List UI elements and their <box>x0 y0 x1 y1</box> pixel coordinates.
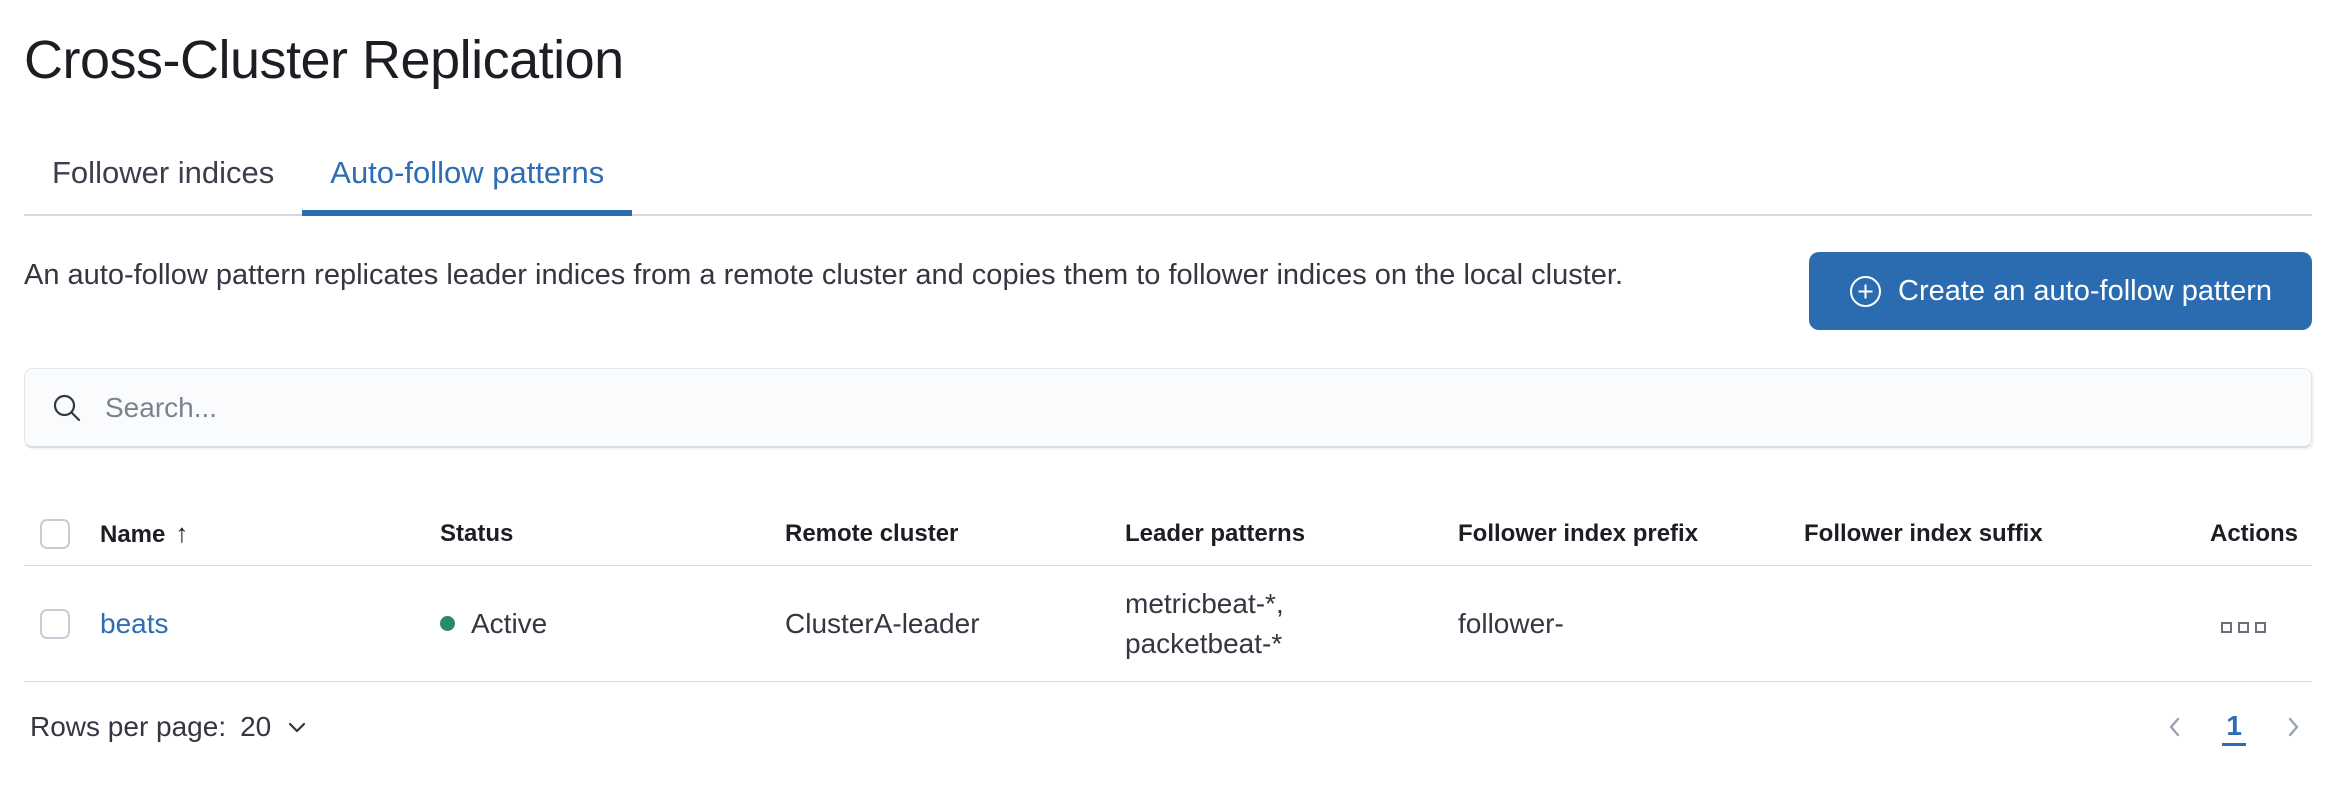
table-row: beats Active ClusterA-leader metricbeat-… <box>24 566 2312 682</box>
auto-follow-patterns-table: Name↑ Status Remote cluster Leader patte… <box>24 502 2312 682</box>
follower-index-prefix-cell: follower- <box>1458 607 1564 639</box>
rows-per-page-button[interactable]: Rows per page: 20 <box>30 711 309 743</box>
rows-per-page-label: Rows per page: <box>30 711 227 742</box>
leader-patterns-cell: metricbeat-*, packetbeat-* <box>1125 587 1284 659</box>
page-title: Cross-Cluster Replication <box>24 30 624 90</box>
tab-follower-indices[interactable]: Follower indices <box>52 155 275 190</box>
column-header-name[interactable]: Name↑ <box>100 518 189 548</box>
row-checkbox[interactable] <box>40 608 70 639</box>
plus-in-circle-icon <box>1849 275 1882 308</box>
column-header-follower-index-suffix: Follower index suffix <box>1804 519 2043 547</box>
rows-per-page-value: 20 <box>240 711 272 742</box>
column-header-status: Status <box>440 519 514 547</box>
page-number-1[interactable]: 1 <box>2222 708 2246 746</box>
cross-cluster-replication-page: Cross-Cluster Replication Follower indic… <box>0 30 2336 746</box>
column-header-actions: Actions <box>2209 519 2298 547</box>
pattern-name-link[interactable]: beats <box>100 607 169 639</box>
remote-cluster-cell: ClusterA-leader <box>785 607 980 639</box>
table-footer: Rows per page: 20 1 <box>24 708 2312 746</box>
pagination: 1 <box>2162 708 2306 746</box>
tab-bar: Follower indices Auto-follow patterns <box>24 130 2312 216</box>
chevron-down-icon <box>285 715 309 739</box>
search-input[interactable] <box>105 391 2285 424</box>
tab-auto-follow-patterns[interactable]: Auto-follow patterns <box>302 130 633 216</box>
create-button-label: Create an auto-follow pattern <box>1898 274 2272 307</box>
column-header-follower-index-prefix: Follower index prefix <box>1458 519 1699 547</box>
status-active-dot-icon <box>440 616 455 631</box>
sort-ascending-arrow-icon: ↑ <box>175 518 189 548</box>
search-bar <box>24 368 2312 448</box>
create-auto-follow-pattern-button[interactable]: Create an auto-follow pattern <box>1809 252 2312 330</box>
intro-section: An auto-follow pattern replicates leader… <box>24 252 2312 330</box>
search-icon <box>51 392 83 424</box>
chevron-left-icon[interactable] <box>2162 714 2188 740</box>
chevron-right-icon[interactable] <box>2280 714 2306 740</box>
status-label: Active <box>471 607 548 639</box>
column-header-remote-cluster: Remote cluster <box>785 519 959 547</box>
intro-description: An auto-follow pattern replicates leader… <box>24 259 1624 291</box>
select-all-checkbox[interactable] <box>40 518 70 549</box>
column-header-leader-patterns: Leader patterns <box>1125 519 1306 547</box>
table-header-row: Name↑ Status Remote cluster Leader patte… <box>24 502 2312 566</box>
boxes-horizontal-icon[interactable] <box>2215 616 2272 639</box>
